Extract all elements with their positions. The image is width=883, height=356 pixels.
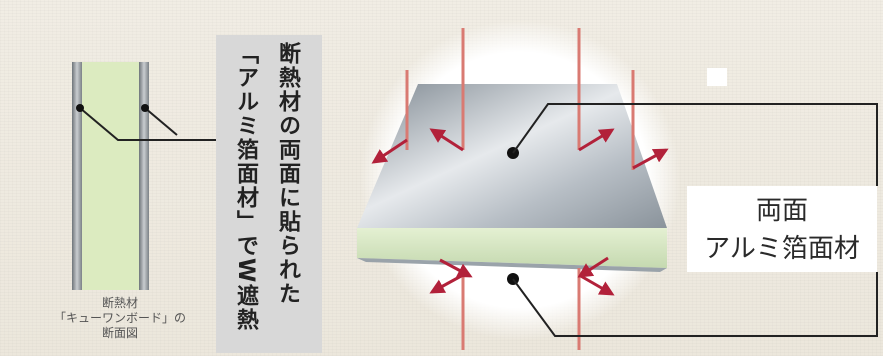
leader-line-top [512,103,878,186]
leader-dot-right [141,104,149,112]
reflect-arrow-5 [429,273,464,294]
insulation-core [82,62,139,290]
insulation-layer-side [357,228,667,268]
leader-line-bottom [512,272,878,337]
caption-line-1: 断熱材 [101,296,138,310]
highlight-square [707,68,727,86]
headline-column-2: 「アルミ箔面材」でW遮熱 [233,42,258,333]
reflect-arrow-6 [578,273,615,296]
headline-box [216,35,322,353]
foil-layer-right [139,62,149,290]
callout-line-2: アルミ箔面材 [704,234,860,264]
foil-layer-left [72,62,82,290]
reflect-arrow-2 [429,128,464,152]
callout-line-1: 両面 [755,196,808,226]
caption-line-3: 断面図 [101,326,138,340]
reflect-arrow-1 [371,138,408,164]
leader-dot-left [76,104,84,112]
callout-box [687,186,877,272]
reflect-arrow-4 [632,148,669,170]
leader-line-right [144,107,178,136]
incoming-arrow-bottom-right [577,256,609,278]
cross-section-caption: 断熱材 「キューワンボード」の 断面図 [50,296,190,341]
caption-line-2: 「キューワンボード」の [53,311,186,325]
leader-line-left [79,107,216,141]
incoming-arrow-bottom-left [439,258,473,278]
reflect-arrow-3 [578,128,615,152]
headline-column-1: 断熱材の両面に貼られた [275,42,300,306]
